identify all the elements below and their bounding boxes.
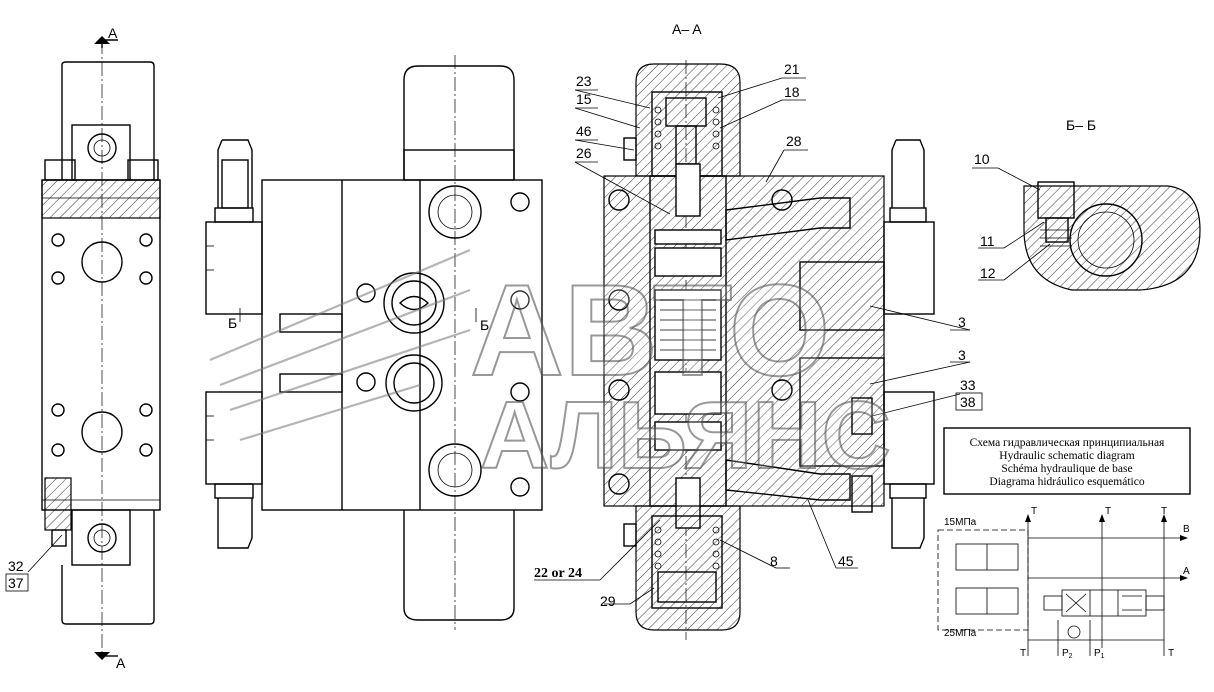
callout-28: 28 — [786, 133, 802, 149]
schematic-port-t-top-3: T — [1161, 506, 1167, 517]
schematic-port-p2: P2 — [1062, 648, 1073, 660]
callout-32: 32 — [8, 558, 24, 574]
watermark-line-2: АЛЬЯНС — [480, 382, 891, 489]
callout-23: 23 — [576, 73, 592, 89]
schematic-port-t-top-2: T — [1105, 506, 1111, 517]
section-a-bottom-label: A — [116, 655, 126, 671]
callout-11: 11 — [980, 233, 995, 249]
hydraulic-schematic — [937, 514, 1188, 656]
callout-18: 18 — [784, 84, 800, 100]
section-b-right-label: Б — [480, 317, 489, 333]
side-view-ports — [51, 233, 153, 457]
section-aa-view — [603, 60, 935, 640]
watermark-line-1: АВТО — [470, 257, 830, 403]
callout-32-37 — [5, 534, 63, 592]
legend-line-es: Diagrama hidráulico esquemático — [989, 476, 1144, 488]
callout-12: 12 — [980, 265, 996, 281]
section-a-top-label: A — [108, 25, 118, 41]
section-aa-title: A– A — [672, 21, 702, 37]
section-bb-title: Б– Б — [1066, 117, 1096, 133]
callout-46: 46 — [576, 123, 592, 139]
callout-21: 21 — [784, 61, 800, 77]
callout-45: 45 — [838, 553, 854, 569]
watermark-logo — [209, 248, 471, 442]
legend-line-en: Hydraulic schematic diagram — [999, 450, 1134, 462]
callout-3-lower: 3 — [958, 347, 966, 363]
section-bb-view — [972, 167, 1201, 291]
callout-leaders — [534, 77, 971, 605]
callout-10: 10 — [974, 151, 990, 167]
legend-line-ru: Схема гидравлическая принципиальная — [970, 437, 1165, 449]
schematic-pressure-15: 15МПа — [944, 517, 977, 528]
side-view — [41, 36, 161, 660]
schematic-port-b: B — [1183, 524, 1190, 535]
spool — [654, 163, 722, 529]
callout-3-upper: 3 — [958, 314, 966, 330]
legend-box — [943, 427, 1191, 495]
section-b-left-label: Б — [228, 315, 237, 331]
callout-29: 29 — [600, 593, 616, 609]
schematic-pressure-25: 25МПа — [944, 628, 977, 639]
schematic-port-t-bottom-2: T — [1168, 648, 1174, 659]
callout-38: 38 — [960, 394, 976, 410]
front-view — [205, 55, 543, 630]
callout-37: 37 — [8, 575, 24, 591]
callout-15: 15 — [576, 91, 592, 107]
legend-line-fr: Schéma hydraulique de base — [1001, 463, 1132, 475]
schematic-port-t-top-1: T — [1031, 506, 1037, 517]
callout-38-box — [955, 392, 983, 411]
schematic-port-p1: P1 — [1094, 648, 1105, 660]
schematic-port-t-bottom-1: T — [1020, 648, 1026, 659]
callout-22-or-24: 22 or 24 — [534, 566, 582, 581]
schematic-port-a: A — [1183, 566, 1190, 577]
callout-26: 26 — [576, 145, 592, 161]
callout-8: 8 — [770, 553, 778, 569]
callout-33: 33 — [960, 377, 976, 393]
